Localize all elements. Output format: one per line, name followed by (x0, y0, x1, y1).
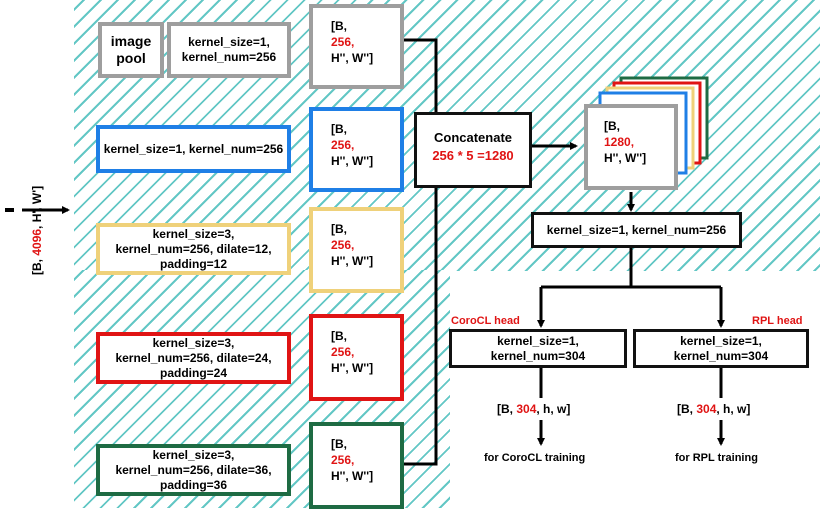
branch-1-conv-box: kernel_size=1, kernel_num=256 (96, 125, 291, 173)
coro-training-label: for CoroCL training (484, 452, 586, 464)
branch-3-conv-label: kernel_size=3, kernel_num=256, dilate=24… (115, 335, 272, 380)
pool-shape-box: [B, 256, H'', W''] (309, 4, 404, 89)
branch-2-conv-label: kernel_size=3, kernel_num=256, dilate=12… (115, 226, 272, 271)
fuse-conv-label: kernel_size=1, kernel_num=256 (546, 222, 727, 237)
branch-1-conv-label: kernel_size=1, kernel_num=256 (103, 141, 284, 156)
rpl-head-label: RPL head (752, 315, 803, 327)
coro-head-conv-label: kernel_size=1, kernel_num=304 (490, 333, 586, 363)
image-pool-box: image pool (98, 22, 164, 78)
branch-4-conv-label: kernel_size=3, kernel_num=256, dilate=36… (115, 447, 272, 492)
collector-line (404, 38, 438, 466)
input-shape-label: [B, 4096, H', W'] (30, 185, 44, 275)
pool-conv-box: kernel_size=1, kernel_num=256 (167, 22, 291, 78)
rpl-output-shape: [B, 304, h, w] (677, 402, 751, 416)
concatenate-box: Concatenate 256 * 5 =1280 (414, 112, 532, 188)
concatenate-formula: 256 * 5 =1280 (432, 148, 514, 164)
stacked-shape-box: [B, 1280, H'', W''] (584, 104, 678, 190)
rpl-head-conv-box: kernel_size=1, kernel_num=304 (633, 329, 809, 368)
image-pool-label: image pool (110, 32, 152, 67)
pool-conv-label: kernel_size=1, kernel_num=256 (181, 35, 277, 64)
branch-1-shape-box: [B, 256, H'', W''] (309, 107, 404, 192)
coro-head-label: CoroCL head (451, 315, 520, 327)
rpl-training-label: for RPL training (675, 452, 758, 464)
branch-2-conv-box: kernel_size=3, kernel_num=256, dilate=12… (96, 223, 291, 275)
branch-4-shape-box: [B, 256, H'', W''] (309, 422, 404, 509)
rpl-head-conv-label: kernel_size=1, kernel_num=304 (673, 333, 769, 363)
fuse-conv-box: kernel_size=1, kernel_num=256 (531, 212, 742, 248)
branch-2-shape-box: [B, 256, H'', W''] (309, 207, 404, 293)
branch-3-conv-box: kernel_size=3, kernel_num=256, dilate=24… (96, 332, 291, 384)
coro-head-conv-box: kernel_size=1, kernel_num=304 (449, 329, 627, 368)
branch-4-conv-box: kernel_size=3, kernel_num=256, dilate=36… (96, 444, 291, 496)
branch-3-shape-box: [B, 256, H'', W''] (309, 314, 404, 401)
coro-output-shape: [B, 304, h, w] (497, 402, 571, 416)
concatenate-title: Concatenate (433, 130, 513, 145)
